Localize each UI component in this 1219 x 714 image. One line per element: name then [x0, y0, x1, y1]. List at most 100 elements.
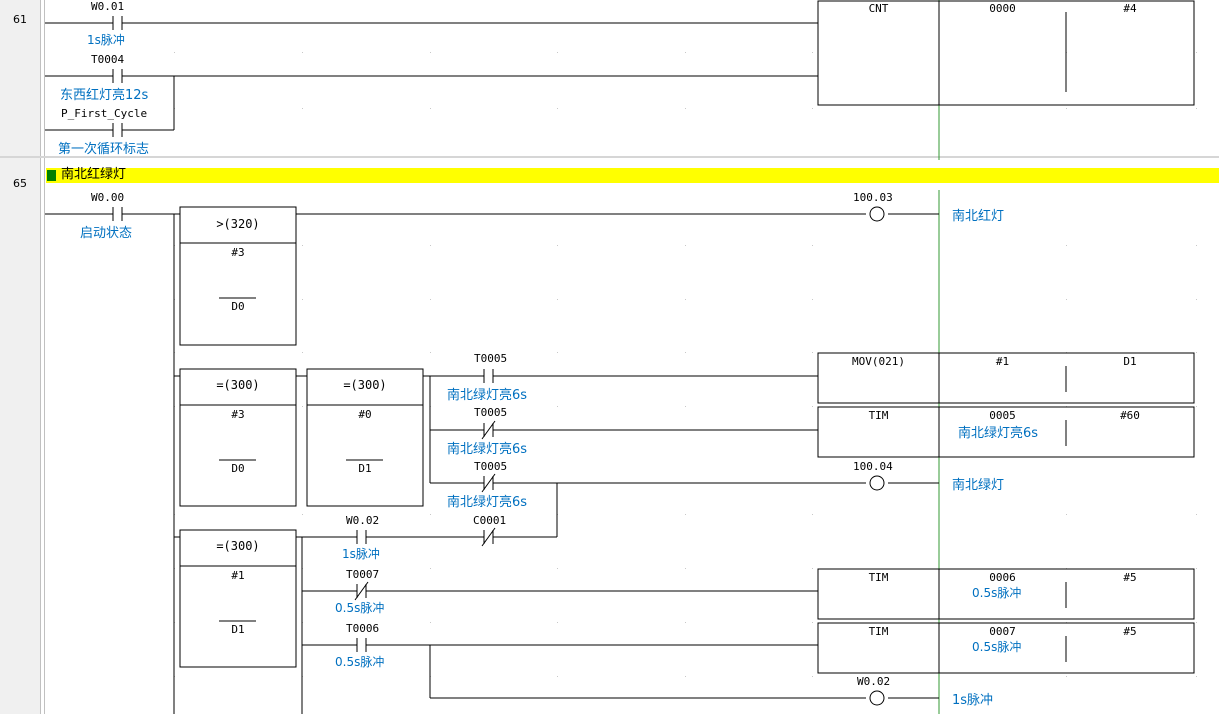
grid-dot: [302, 245, 303, 246]
compare-eq-b-name: =(300): [343, 378, 387, 392]
grid-dot: [1066, 245, 1067, 246]
contact-comment-t0006: 0.5s脉冲: [335, 655, 385, 669]
contact-comment-w000: 启动状态: [80, 226, 133, 241]
grid-dot: [1066, 676, 1067, 677]
grid-dot: [812, 568, 813, 569]
contact-address-t0005-a[interactable]: T0005: [474, 352, 508, 365]
contact-nc-t0005: [481, 420, 496, 440]
grid-dot: [1196, 52, 1197, 53]
grid-dot: [1196, 676, 1197, 677]
contact-address-w000[interactable]: W0.00: [91, 191, 125, 204]
coil-address-100-04[interactable]: 100.04: [853, 460, 893, 473]
contact-comment-w001: 1s脉冲: [87, 33, 125, 47]
grid-dot: [430, 245, 431, 246]
contact-address-t0005-b[interactable]: T0005: [474, 406, 508, 419]
grid-dot: [685, 676, 686, 677]
compare-eq-b-operand1: #0: [358, 408, 372, 421]
contact-address-t0005-c[interactable]: T0005: [474, 460, 508, 473]
compare-eq-c-operand1: #1: [231, 569, 245, 582]
coil-100-03-icon: [869, 206, 885, 222]
grid-dot: [302, 52, 303, 53]
rung-comment-text: 南北红绿灯: [61, 167, 127, 182]
grid-dot: [812, 52, 813, 53]
grid-dot: [1196, 352, 1197, 353]
grid-dot: [812, 676, 813, 677]
contact-comment-first-cycle: 第一次循环标志: [58, 142, 150, 157]
coil-comment-w0-02: 1s脉冲: [952, 693, 994, 708]
contact-comment-t0004: 东西红灯亮12s: [60, 88, 149, 103]
rung-comment-bar[interactable]: [46, 168, 1219, 183]
grid-dot: [557, 568, 558, 569]
contact-comment-t0005-c: 南北绿灯亮6s: [447, 495, 528, 510]
grid-dot: [812, 245, 813, 246]
contact-address-w001[interactable]: W0.01: [91, 0, 125, 13]
compare-gt-name: >(320): [216, 217, 260, 231]
grid-dot: [557, 108, 558, 109]
grid-dot: [1196, 622, 1197, 623]
mov-operand1: #1: [995, 355, 1010, 368]
contact-comment-t0005-a: 南北绿灯亮6s: [447, 388, 528, 403]
mov-name: MOV(021): [852, 355, 905, 368]
grid-dot: [557, 299, 558, 300]
contact-nc-c0001: [481, 527, 496, 547]
grid-dot: [812, 352, 813, 353]
grid-dot: [812, 108, 813, 109]
grid-dot: [430, 299, 431, 300]
contact-address-first-cycle[interactable]: P_First_Cycle: [61, 107, 148, 120]
compare-eq-c-block: [179, 529, 297, 668]
contact-nc-t0007: [354, 581, 369, 601]
coil-100-04-icon: [869, 475, 885, 491]
grid-dot: [685, 406, 686, 407]
grid-dot: [1196, 514, 1197, 515]
contact-address-t0007[interactable]: T0007: [346, 568, 380, 581]
grid-dot: [1196, 406, 1197, 407]
contact-comment-t0005-b: 南北绿灯亮6s: [447, 442, 528, 457]
grid-dot: [557, 622, 558, 623]
contact-address-t0004[interactable]: T0004: [91, 53, 125, 66]
compare-eq-b-operand2: D1: [358, 462, 372, 475]
tim-0006-operand1: 0006: [989, 571, 1016, 584]
grid-dot: [430, 514, 431, 515]
contact-address-w002[interactable]: W0.02: [346, 514, 380, 527]
grid-dot: [812, 514, 813, 515]
contact-address-t0006[interactable]: T0006: [346, 622, 380, 635]
grid-dot: [302, 514, 303, 515]
rung-separator: [0, 156, 1219, 158]
rung-number-65[interactable]: 65: [13, 177, 27, 190]
tim-0007-operand1: 0007: [989, 625, 1016, 638]
coil-address-100-03[interactable]: 100.03: [853, 191, 893, 204]
grid-dot: [812, 299, 813, 300]
rung-number-61[interactable]: 61: [13, 13, 27, 26]
tim-0006-operand2: #5: [1123, 571, 1137, 584]
grid-dot: [685, 52, 686, 53]
mov-operand2: D1: [1123, 355, 1137, 368]
grid-dot: [557, 352, 558, 353]
coil-address-w0-02[interactable]: W0.02: [857, 675, 891, 688]
compare-eq-a-operand1: #3: [231, 408, 245, 421]
grid-dot: [557, 406, 558, 407]
compare-gt-block: [179, 206, 297, 346]
contact-address-c0001[interactable]: C0001: [473, 514, 507, 527]
grid-dot: [685, 299, 686, 300]
tim-0005-name: TIM: [868, 409, 889, 422]
tim-0005-operand1: 0005: [989, 409, 1016, 422]
grid-dot: [685, 514, 686, 515]
tim-0006-operand1-comment: 0.5s脉冲: [972, 586, 1022, 600]
compare-eq-a-name: =(300): [216, 378, 260, 392]
tim-0005-operand1-comment: 南北绿灯亮6s: [958, 426, 1039, 441]
compare-eq-a-operand2: D0: [231, 462, 245, 475]
cnt-name: CNT: [868, 2, 889, 15]
grid-dot: [1066, 108, 1067, 109]
cnt-operand1: 0000: [989, 2, 1016, 15]
cnt-instruction-hit[interactable]: [818, 1, 1194, 105]
tim-0007-block: [817, 622, 1195, 674]
grid-dot: [302, 108, 303, 109]
contact-comment-t0007: 0.5s脉冲: [335, 601, 385, 615]
grid-dot: [812, 406, 813, 407]
grid-dot: [174, 52, 175, 53]
grid-dot: [430, 352, 431, 353]
grid-dot: [1196, 245, 1197, 246]
compare-eq-a-block: [179, 368, 297, 507]
compare-eq-b-block: [306, 368, 424, 507]
